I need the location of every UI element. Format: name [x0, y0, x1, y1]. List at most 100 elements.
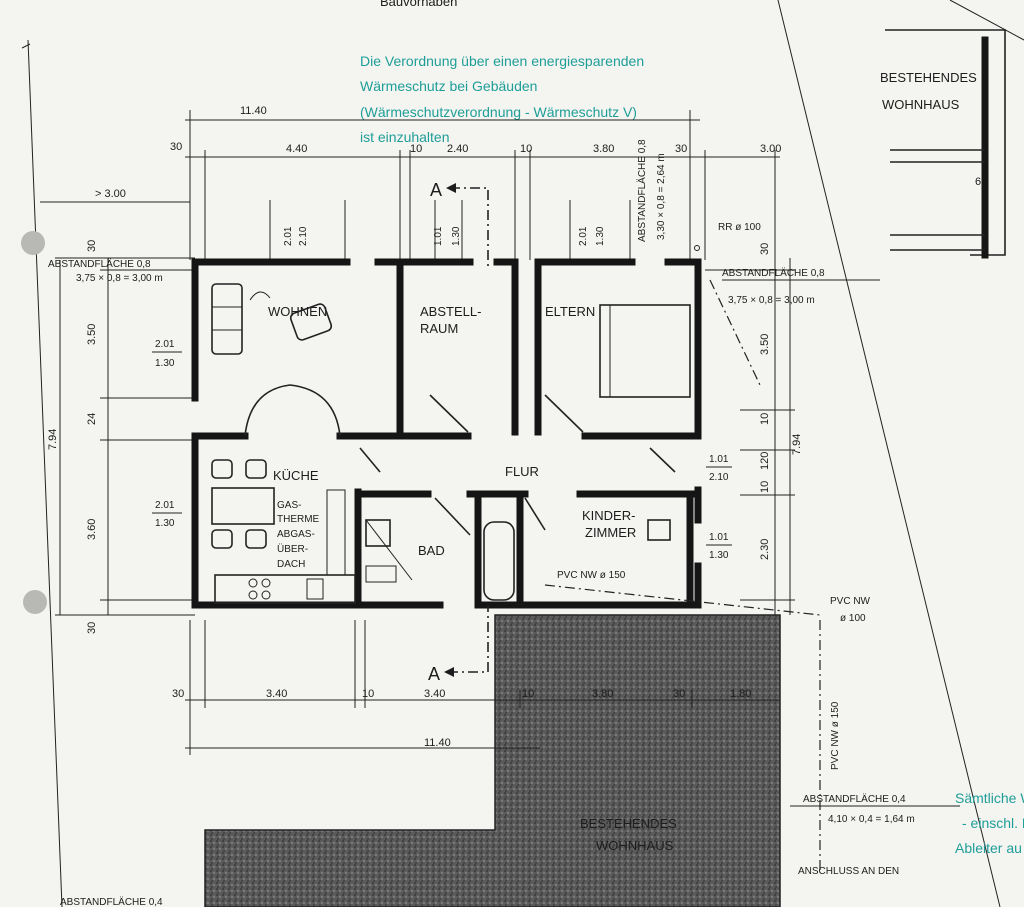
svg-text:ABSTANDFLÄCHE 0,4: ABSTANDFLÄCHE 0,4	[803, 793, 906, 805]
svg-text:3.40: 3.40	[266, 688, 287, 700]
regulation-note: Die Verordnung über einen energiesparend…	[360, 53, 644, 145]
svg-text:3.80: 3.80	[592, 688, 613, 700]
svg-text:1.80: 1.80	[730, 688, 751, 700]
building-walls	[191, 258, 702, 609]
svg-text:7.94: 7.94	[791, 434, 803, 455]
punch-hole-top	[21, 231, 45, 255]
svg-text:10: 10	[520, 143, 532, 155]
room-kinder-1: KINDER-	[582, 508, 635, 523]
left-dimension-chain: 30 3.50 24 3.60 30 7.94 2.01 1.30 2.01 1…	[47, 240, 195, 634]
svg-text:1.30: 1.30	[709, 550, 729, 561]
svg-text:WOHNHAUS: WOHNHAUS	[882, 97, 960, 112]
svg-text:ABSTANDFLÄCHE 0,8: ABSTANDFLÄCHE 0,8	[722, 267, 825, 279]
room-labels: WOHNEN ABSTELL- RAUM ELTERN FLUR KÜCHE G…	[268, 304, 636, 581]
svg-text:BESTEHENDES: BESTEHENDES	[880, 70, 977, 85]
svg-text:1.30: 1.30	[595, 226, 606, 246]
svg-text:30: 30	[86, 240, 98, 252]
svg-text:3,75 × 0,8 = 3,00 m: 3,75 × 0,8 = 3,00 m	[728, 295, 815, 306]
pipe-annotations: PVC NW ø 100 PVC NW ø 150 ABSTANDFLÄCHE …	[60, 596, 1024, 907]
svg-text:3,75 × 0,8 = 3,00 m: 3,75 × 0,8 = 3,00 m	[76, 273, 163, 284]
room-abstell-1: ABSTELL-	[420, 304, 481, 319]
svg-text:ø 100: ø 100	[840, 613, 866, 624]
svg-text:1.01: 1.01	[709, 532, 729, 543]
window-dimension-labels-top: 2.01 2.10 1.01 1.30 2.01 1.30	[283, 226, 606, 246]
svg-text:30: 30	[673, 688, 685, 700]
svg-text:ABSTANDFLÄCHE 0,8: ABSTANDFLÄCHE 0,8	[636, 139, 648, 242]
room-abstell-2: RAUM	[420, 321, 458, 336]
svg-text:3.60: 3.60	[86, 519, 98, 540]
svg-text:THERME: THERME	[277, 514, 320, 525]
svg-text:1.01: 1.01	[433, 226, 444, 246]
section-mark-bottom: A	[428, 605, 489, 684]
bottom-dimension-chain: 30 3.40 10 3.40 10 3.80 30 1.80 11.40	[172, 620, 780, 755]
svg-text:ANSCHLUSS AN DEN: ANSCHLUSS AN DEN	[798, 866, 899, 877]
room-wohnen: WOHNEN	[268, 304, 327, 319]
svg-text:4,10 × 0,4 = 1,64 m: 4,10 × 0,4 = 1,64 m	[828, 814, 915, 825]
svg-text:11.40: 11.40	[424, 737, 451, 749]
svg-text:BESTEHENDES: BESTEHENDES	[580, 816, 677, 831]
punch-hole-bottom	[23, 590, 47, 614]
svg-text:1.30: 1.30	[155, 358, 175, 369]
svg-text:7.94: 7.94	[47, 429, 59, 450]
svg-text:3.80: 3.80	[593, 143, 614, 155]
svg-text:2.01: 2.01	[283, 226, 294, 246]
room-flur: FLUR	[505, 464, 539, 479]
svg-text:GAS-: GAS-	[277, 500, 301, 511]
svg-text:2.01: 2.01	[155, 339, 175, 350]
svg-text:3,30 × 0,8 = 2,64 m: 3,30 × 0,8 = 2,64 m	[656, 153, 667, 240]
svg-text:10: 10	[362, 688, 374, 700]
svg-text:6: 6	[975, 176, 981, 188]
svg-text:A: A	[428, 664, 440, 684]
section-mark-top: A	[430, 180, 489, 270]
svg-text:11.40: 11.40	[240, 105, 267, 117]
clipped-header: Bauvorhaben	[380, 0, 457, 9]
svg-text:1.01: 1.01	[709, 454, 729, 465]
svg-text:10: 10	[410, 143, 422, 155]
svg-text:10: 10	[522, 688, 534, 700]
svg-text:3.40: 3.40	[424, 688, 445, 700]
svg-text:ÜBER-: ÜBER-	[277, 543, 308, 555]
svg-text:30: 30	[675, 143, 687, 155]
svg-text:2.10: 2.10	[709, 472, 729, 483]
svg-text:ABGAS-: ABGAS-	[277, 529, 315, 540]
svg-text:3.50: 3.50	[759, 334, 771, 355]
svg-text:ABSTANDFLÄCHE 0,4: ABSTANDFLÄCHE 0,4	[60, 896, 163, 907]
sheet-edge-lines	[21, 0, 1001, 907]
svg-text:DACH: DACH	[277, 559, 305, 570]
room-kinder-2: ZIMMER	[585, 525, 636, 540]
svg-text:PVC NW ø 150: PVC NW ø 150	[557, 570, 626, 581]
svg-text:2.10: 2.10	[298, 226, 309, 246]
svg-text:2.40: 2.40	[447, 143, 468, 155]
svg-text:1.30: 1.30	[451, 226, 462, 246]
svg-text:ist einzuhalten: ist einzuhalten	[360, 129, 450, 145]
svg-text:(Wärmeschutzverordnung - Wärme: (Wärmeschutzverordnung - Wärmeschutz V)	[360, 104, 637, 120]
room-kueche: KÜCHE	[273, 468, 319, 483]
svg-text:24: 24	[86, 413, 98, 425]
svg-text:30: 30	[170, 141, 182, 153]
svg-text:> 3.00: > 3.00	[95, 188, 126, 200]
svg-text:3.50: 3.50	[86, 324, 98, 345]
svg-text:RR ø 100: RR ø 100	[718, 222, 761, 233]
room-eltern: ELTERN	[545, 304, 595, 319]
svg-text:1.30: 1.30	[155, 518, 175, 529]
abstand-right: ABSTANDFLÄCHE 0,8 3,75 × 0,8 = 3,00 m RR…	[694, 222, 880, 386]
svg-text:ABSTANDFLÄCHE 0,8: ABSTANDFLÄCHE 0,8	[48, 258, 151, 270]
svg-text:4.40: 4.40	[286, 143, 307, 155]
svg-text:Ableiter au: Ableiter au	[955, 840, 1022, 856]
room-bad: BAD	[418, 543, 445, 558]
abstand-top-vertical: ABSTANDFLÄCHE 0,8 3,30 × 0,8 = 2,64 m	[636, 139, 667, 242]
svg-text:2.01: 2.01	[578, 226, 589, 246]
abstand-left: ABSTANDFLÄCHE 0,8 3,75 × 0,8 = 3,00 m	[48, 258, 163, 284]
svg-text:10: 10	[759, 413, 771, 425]
svg-text:Wärmeschutz bei Gebäuden: Wärmeschutz bei Gebäuden	[360, 78, 537, 94]
svg-text:30: 30	[759, 243, 771, 255]
svg-text:3.00: 3.00	[760, 143, 781, 155]
svg-text:- einschl. F: - einschl. F	[962, 815, 1024, 831]
svg-text:30: 30	[172, 688, 184, 700]
svg-text:2.01: 2.01	[155, 500, 175, 511]
svg-text:2.30: 2.30	[759, 539, 771, 560]
neighbor-building-top: BESTEHENDES WOHNHAUS 6	[880, 0, 1024, 259]
svg-text:PVC NW ø 150: PVC NW ø 150	[830, 701, 841, 770]
svg-text:WOHNHAUS: WOHNHAUS	[596, 838, 674, 853]
